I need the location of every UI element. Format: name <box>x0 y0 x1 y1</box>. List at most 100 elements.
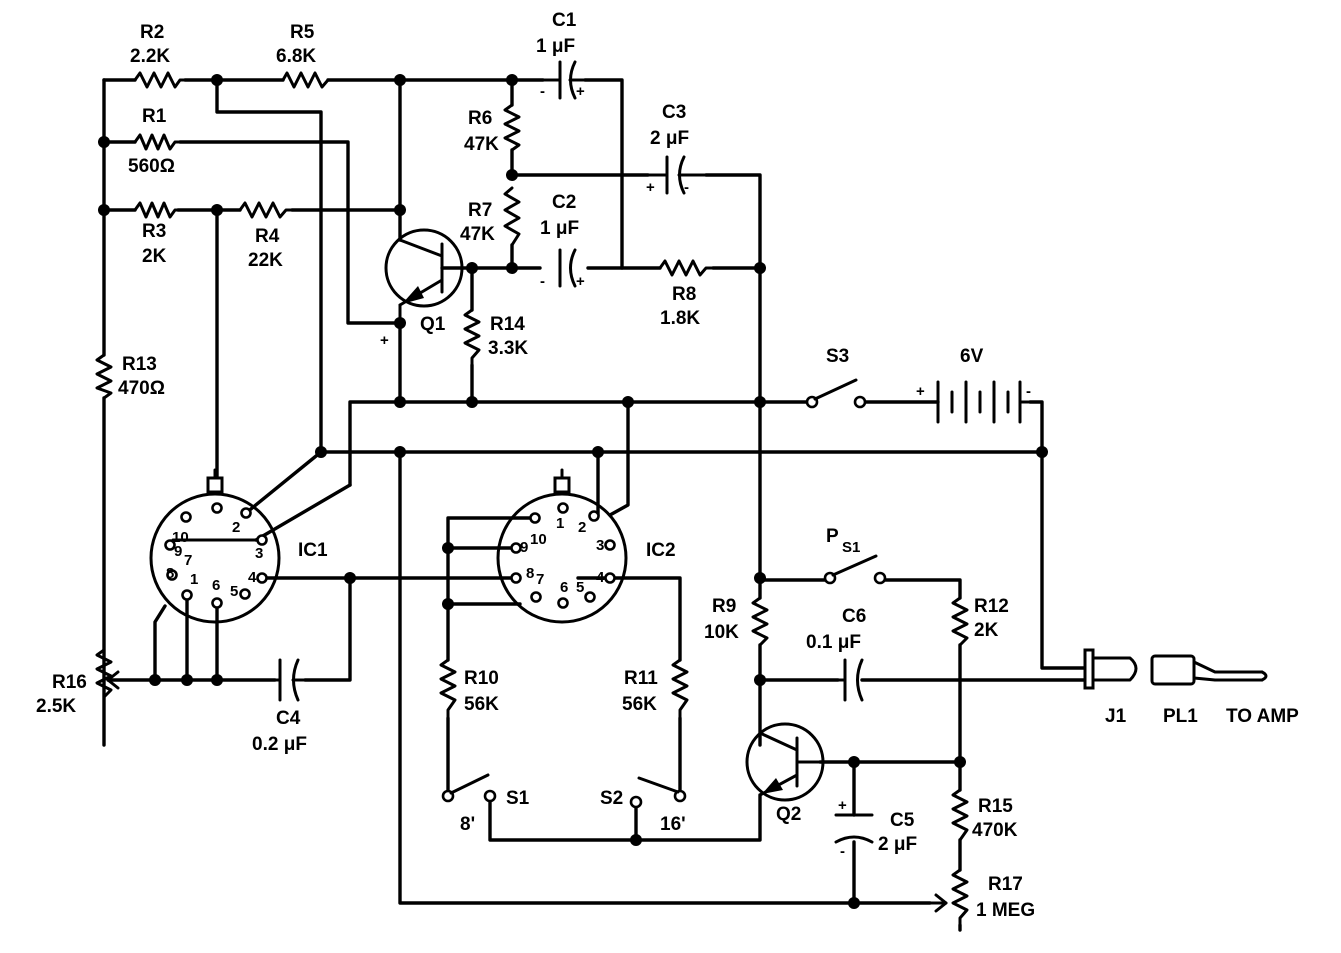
label-s2: S2 <box>600 788 623 809</box>
ic1-pin-6: 6 <box>212 577 220 594</box>
label-c2: C2 <box>552 192 576 213</box>
label-r9-value: 10K <box>704 622 739 643</box>
ic2-pin-10: 10 <box>530 531 547 548</box>
switch-ps1[interactable] <box>823 554 887 585</box>
ic1-pin-1: 1 <box>190 571 198 588</box>
label-r7: R7 <box>468 200 492 221</box>
c2-minus: - <box>540 273 545 290</box>
battery-minus: - <box>1026 383 1031 400</box>
resistor-r9 <box>751 596 769 647</box>
label-r14: R14 <box>490 314 525 335</box>
label-pl1: PL1 <box>1163 706 1198 727</box>
label-r17: R17 <box>988 874 1023 895</box>
transistor-q2 <box>745 722 825 802</box>
resistor-r3 <box>133 201 180 219</box>
label-r2: R2 <box>140 22 164 43</box>
label-r11: R11 <box>624 668 658 689</box>
ic2-pin-9: 9 <box>520 539 528 556</box>
label-c6-value: 0.1 μF <box>806 632 861 653</box>
resistors <box>95 71 969 927</box>
capacitor-c5 <box>834 813 874 844</box>
c5-minus: - <box>840 843 845 860</box>
capacitor-c6 <box>836 658 864 702</box>
ic1-package <box>149 468 281 624</box>
resistor-r17 <box>951 868 969 927</box>
junction-dots <box>98 74 1048 909</box>
resistor-r16 <box>95 648 113 747</box>
jack-j1 <box>1083 648 1138 690</box>
c5-plus: + <box>838 797 847 814</box>
c1-plus: + <box>576 83 585 100</box>
label-r10: R10 <box>464 668 499 689</box>
label-r13: R13 <box>122 354 157 375</box>
plug-pl1 <box>1150 654 1268 686</box>
label-c3-value: 2 μF <box>650 128 689 149</box>
label-r5-value: 6.8K <box>276 46 316 67</box>
ic2-pin-2: 2 <box>578 519 586 536</box>
label-r3-value: 2K <box>142 246 167 267</box>
label-c3: C3 <box>662 102 686 123</box>
ic1-pin-9: 9 <box>174 543 182 560</box>
label-to-amp: TO AMP <box>1226 706 1299 727</box>
label-s1-position: 8' <box>460 814 475 835</box>
ic1-pin-7: 7 <box>184 552 192 569</box>
ic2-pin-8: 8 <box>526 565 534 582</box>
capacitor-c3 <box>646 155 708 195</box>
label-c6: C6 <box>842 606 866 627</box>
label-ic2: IC2 <box>646 540 676 561</box>
capacitor-c1 <box>541 60 587 100</box>
resistor-r14 <box>463 308 481 367</box>
ic2-pin-3: 3 <box>596 537 604 554</box>
label-r8-value: 1.8K <box>660 308 700 329</box>
ic2-package <box>496 468 628 624</box>
ic2-pin-6: 6 <box>560 579 568 596</box>
label-s1: S1 <box>506 788 530 809</box>
label-r14-value: 3.3K <box>488 338 528 359</box>
ic1-pin-3: 3 <box>255 545 263 562</box>
ic1-pin-4: 4 <box>248 569 257 586</box>
battery-6v <box>936 380 1032 424</box>
label-r3: R3 <box>142 221 166 242</box>
resistor-r6 <box>503 103 521 152</box>
label-c5: C5 <box>890 810 915 831</box>
ic1-pin-8: 8 <box>166 565 174 582</box>
r16-wiper-arrow <box>106 670 120 690</box>
label-r12-value: 2K <box>974 620 999 641</box>
battery-plus: + <box>916 383 925 400</box>
label-r9: R9 <box>712 596 736 617</box>
label-r15: R15 <box>978 796 1013 817</box>
label-q1: Q1 <box>420 314 446 335</box>
ic2-pin-4: 4 <box>596 569 605 586</box>
ic2-pin-numbers: 1 2 3 4 5 6 7 8 9 10 <box>520 515 605 596</box>
label-r11-value: 56K <box>622 694 657 715</box>
component-labels: R2 2.2K R5 6.8K C1 1 μF R1 560Ω R6 47K C… <box>36 10 1299 921</box>
label-c4-value: 0.2 μF <box>252 734 307 755</box>
label-q2: Q2 <box>776 804 801 825</box>
label-r16-value: 2.5K <box>36 696 76 717</box>
resistor-r8 <box>658 259 715 277</box>
ic1-pin-numbers: 1 2 3 4 5 6 7 8 9 10 <box>166 519 263 600</box>
label-c5-value: 2 μF <box>878 834 917 855</box>
switch-s1[interactable] <box>441 773 497 803</box>
label-r13-value: 470Ω <box>118 378 165 399</box>
resistor-r1 <box>133 133 182 151</box>
resistor-r10 <box>439 658 457 720</box>
switch-s2[interactable] <box>629 776 687 809</box>
label-c2-value: 1 μF <box>540 218 579 239</box>
resistor-r7 <box>503 186 521 247</box>
switch-s3[interactable] <box>805 378 867 409</box>
label-j1: J1 <box>1105 706 1127 727</box>
resistor-r12 <box>951 596 969 647</box>
label-r7-value: 47K <box>460 224 495 245</box>
label-r2-value: 2.2K <box>130 46 170 67</box>
label-r10-value: 56K <box>464 694 499 715</box>
label-c1: C1 <box>552 10 577 31</box>
label-r4-value: 22K <box>248 250 283 271</box>
resistor-r2 <box>133 71 187 89</box>
label-r1-value: 560Ω <box>128 156 175 177</box>
label-r6: R6 <box>468 108 492 129</box>
q1-emitter-mark: + <box>380 332 389 349</box>
capacitor-c4 <box>273 658 307 702</box>
ic1-pin-10: 10 <box>172 529 189 546</box>
